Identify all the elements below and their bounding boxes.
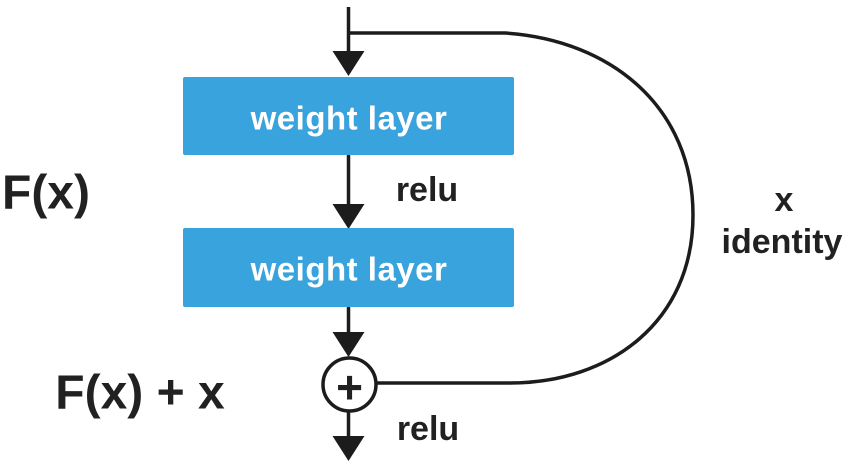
labels: F(x) relu F(x) + x + relu x identity	[2, 167, 843, 449]
output-arrowhead-icon	[332, 436, 365, 461]
fx-plus-x-label: F(x) + x	[55, 367, 225, 420]
input-arrowhead-icon	[332, 51, 365, 76]
relu-arrowhead-icon	[332, 204, 365, 229]
add-arrowhead-icon	[332, 332, 365, 357]
add-junction-circle	[321, 356, 378, 413]
skip-identity-label: identity	[722, 223, 843, 261]
skip-x-label: x	[775, 181, 794, 219]
weight-layer-1-label: weight layer	[250, 100, 448, 137]
weight-layer-2-box	[183, 228, 514, 307]
fx-label: F(x)	[2, 167, 90, 220]
relu-mid-label: relu	[396, 171, 458, 209]
relu-bottom-label: relu	[397, 410, 459, 448]
plus-icon: +	[336, 361, 363, 413]
skip-connection-path	[348, 31, 695, 385]
weight-layer-2-label: weight layer	[250, 251, 448, 288]
connector-lines	[321, 7, 695, 438]
arrowheads	[332, 51, 365, 461]
weight-layer-1-box	[183, 77, 514, 155]
